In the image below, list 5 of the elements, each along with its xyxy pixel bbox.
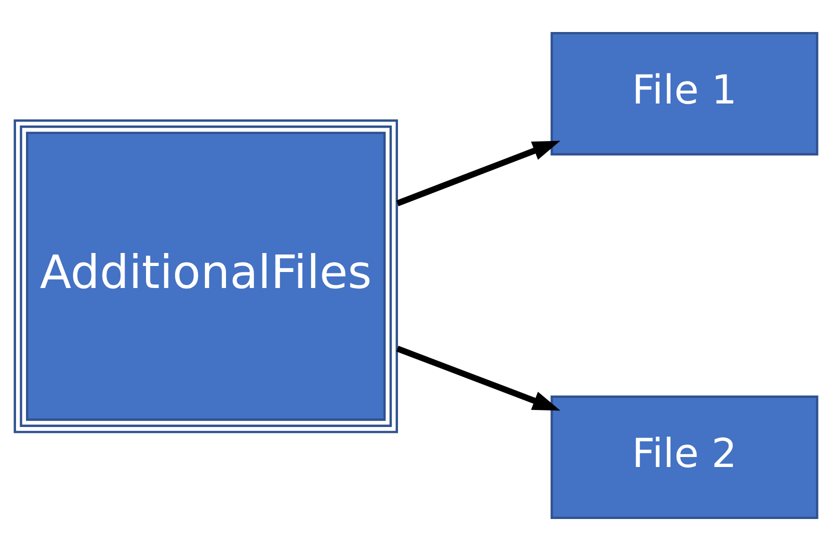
node-box: File 1 bbox=[550, 31, 818, 155]
arrow bbox=[396, 345, 560, 410]
node-box: AdditionalFiles bbox=[14, 118, 398, 433]
node-box: File 2 bbox=[550, 395, 818, 519]
arrow bbox=[396, 140, 560, 206]
